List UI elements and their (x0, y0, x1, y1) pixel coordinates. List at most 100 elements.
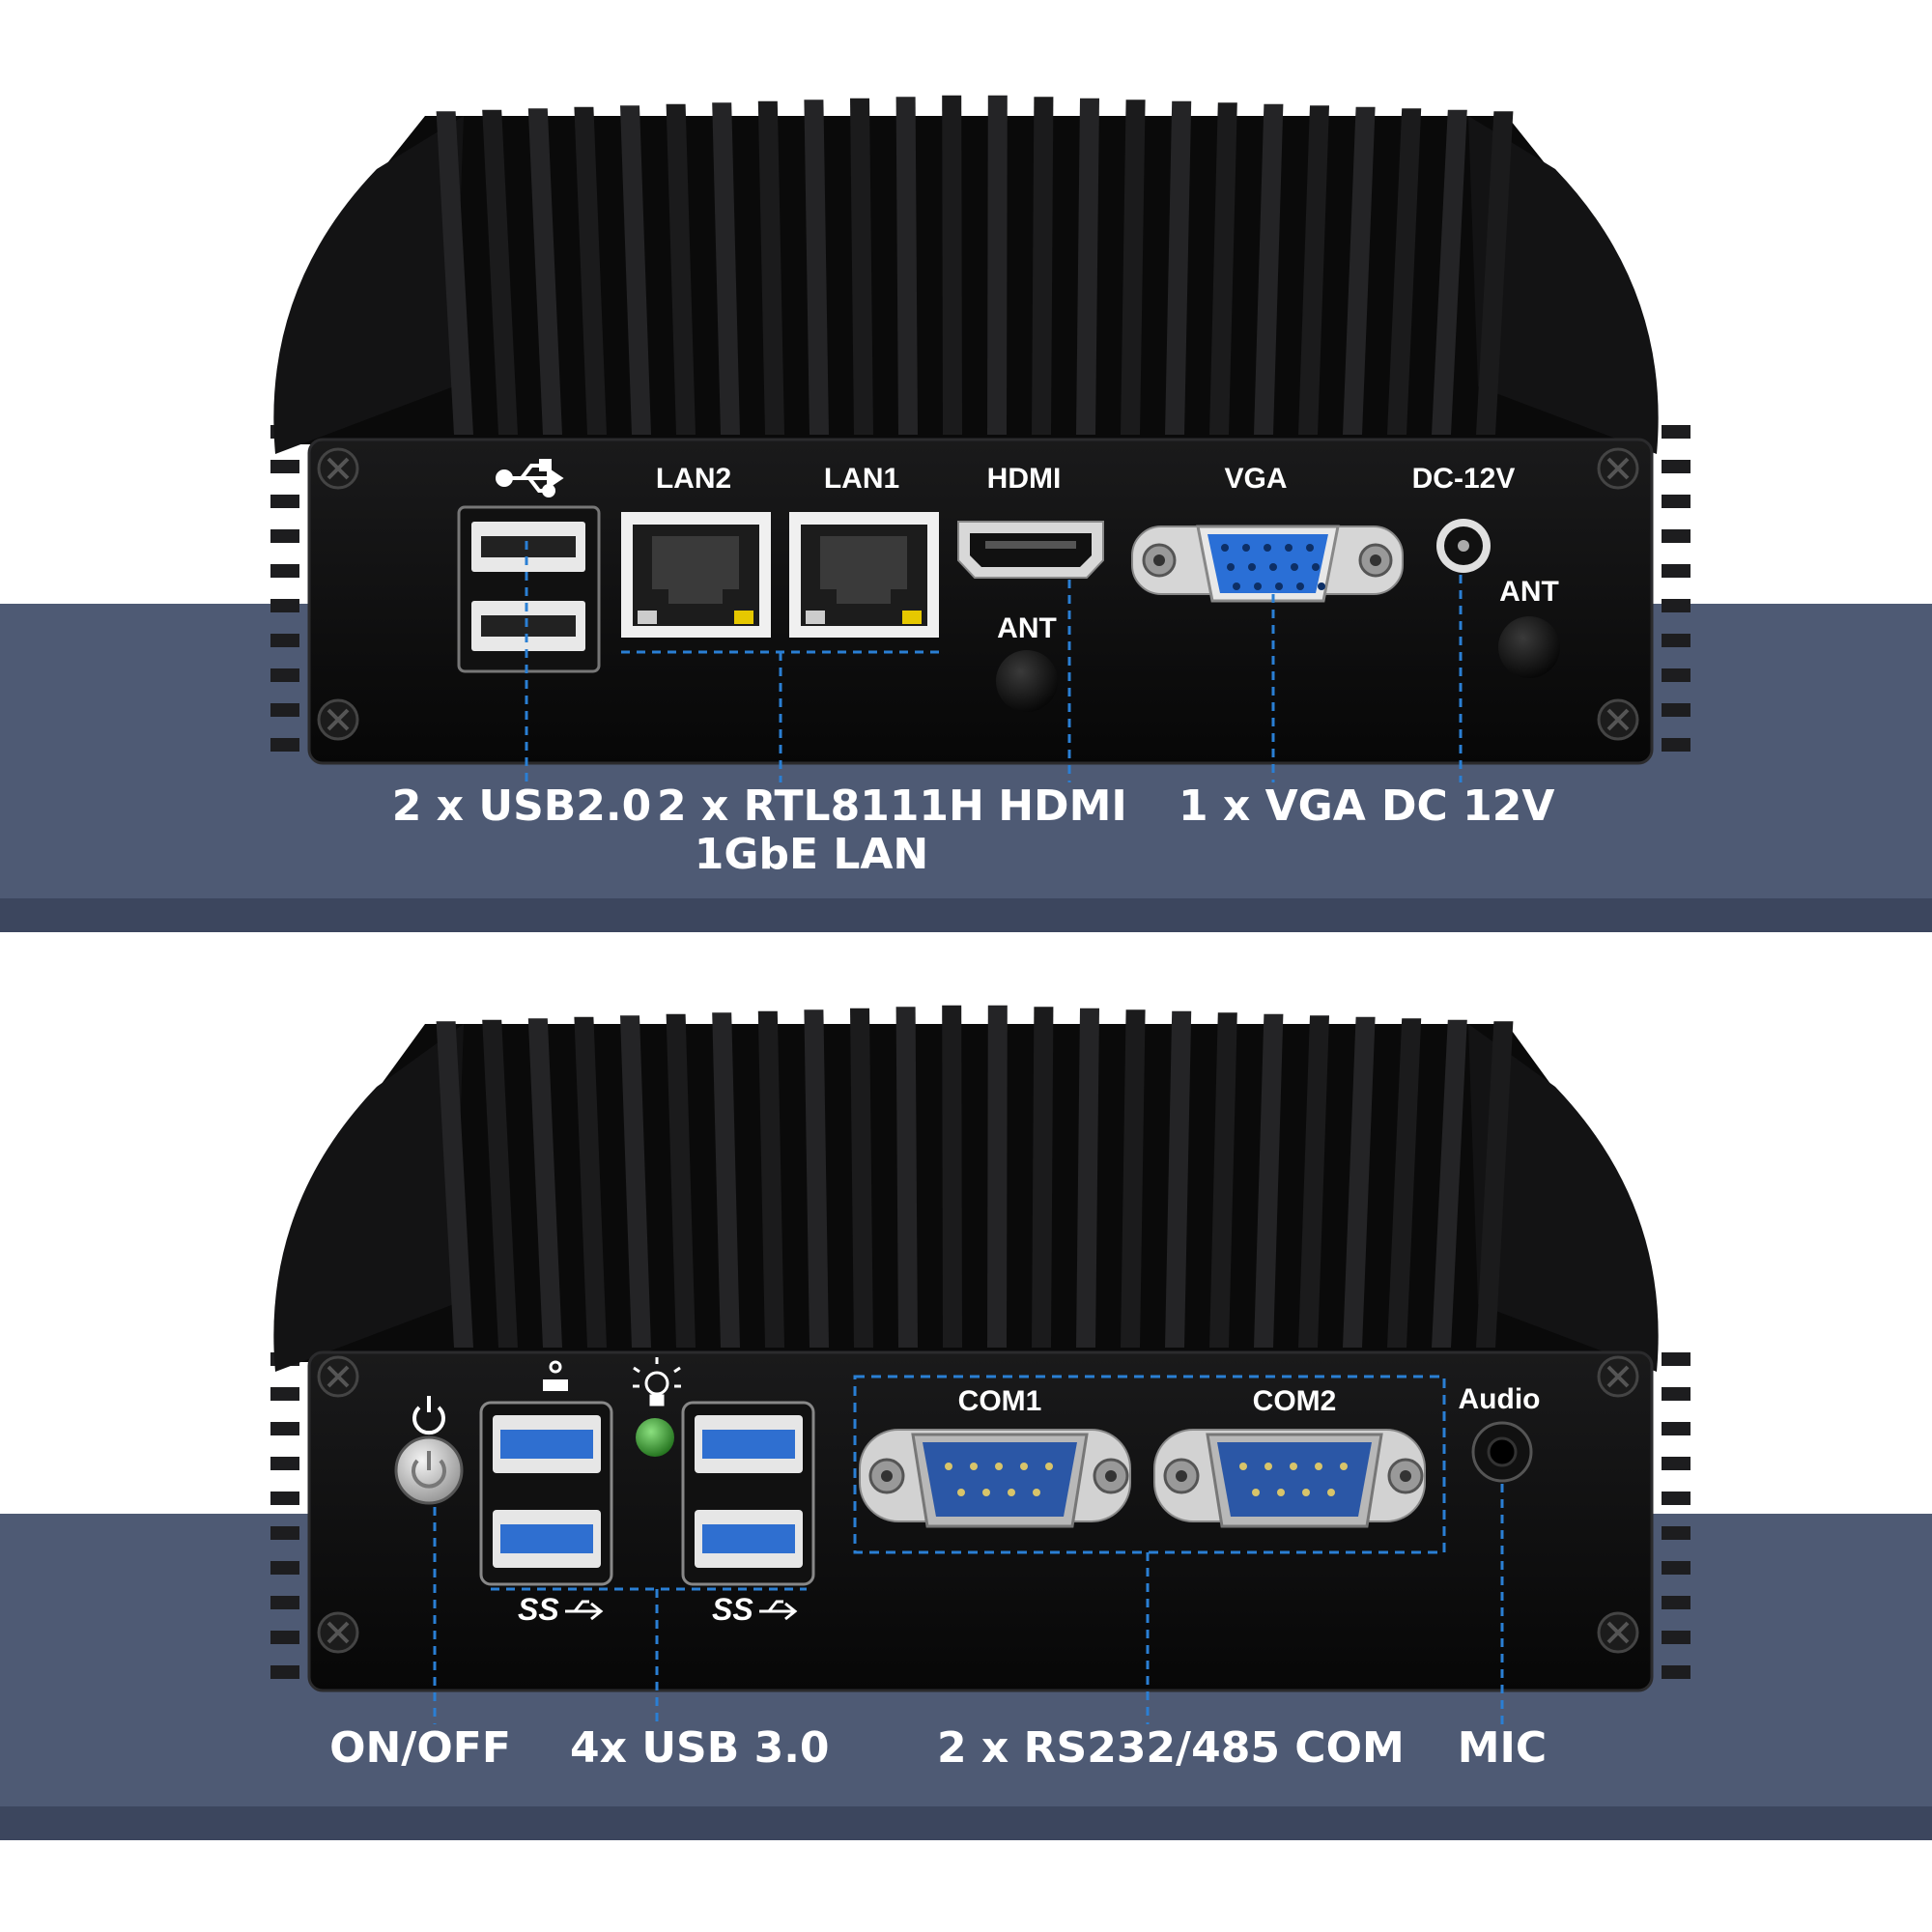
vga-port[interactable] (1131, 525, 1404, 603)
com2-port-label: COM2 (1253, 1385, 1337, 1417)
usb2-port-stack[interactable] (457, 505, 601, 673)
right-side-ribs (1662, 425, 1690, 752)
com1-serial-port[interactable] (859, 1429, 1131, 1528)
vga-pin (1254, 582, 1262, 590)
heatsink-fin (1432, 1019, 1467, 1348)
heatsink-fin (527, 1018, 562, 1348)
heatsink-fin (1298, 105, 1329, 435)
power-button[interactable] (394, 1435, 464, 1505)
heatsink-fin (482, 1019, 518, 1348)
serial-pin (945, 1463, 952, 1470)
screw-icon (317, 698, 359, 741)
heatsink-fin (942, 95, 962, 435)
power-led-icon (633, 1357, 681, 1406)
serial-pin (970, 1463, 978, 1470)
dc-power-jack[interactable] (1436, 519, 1491, 573)
superspeed-label-right: SS (712, 1592, 753, 1627)
serial-pin (957, 1489, 965, 1496)
serial-pin (1020, 1463, 1028, 1470)
heatsink-fin (1165, 1010, 1192, 1348)
screw-icon (1597, 1611, 1639, 1654)
usb-icon (496, 459, 564, 497)
serial-pin (1252, 1489, 1260, 1496)
vga-pin (1291, 563, 1298, 571)
heatsink-fin (942, 1005, 962, 1348)
power-icon (412, 1396, 445, 1435)
audio-jack[interactable] (1471, 1421, 1533, 1483)
vga-pin (1275, 582, 1283, 590)
screw-icon (1597, 1355, 1639, 1398)
lan-callout-line1: 2 x RTL8111H (657, 781, 984, 831)
heatsink-fin (1076, 98, 1099, 435)
screw-icon (317, 447, 359, 490)
antenna-port-right[interactable] (1498, 616, 1560, 678)
com1-port-label: COM1 (958, 1385, 1042, 1417)
vga-pin (1306, 544, 1314, 552)
heatsink-fin (712, 102, 740, 435)
left-shoulder (273, 116, 464, 454)
serial-pin (1033, 1489, 1040, 1496)
heatsink-fin (527, 108, 562, 435)
heatsink-fin (1432, 109, 1467, 435)
hdmi-port[interactable] (957, 521, 1104, 579)
heatsink-fin (1343, 106, 1376, 435)
serial-pin (1327, 1489, 1335, 1496)
heatsink-fin (1165, 100, 1192, 435)
right-shoulder (1468, 116, 1659, 454)
heatsink-fin (987, 1005, 1008, 1348)
leader-lines (525, 541, 1463, 782)
heatsink-fin (1121, 1009, 1146, 1348)
lan2-port[interactable] (621, 512, 771, 638)
superspeed-usb-icon: SS (518, 1592, 604, 1627)
heatsink-fin (1476, 111, 1514, 435)
lan2-port-label: LAN2 (656, 463, 731, 495)
antenna-port-left[interactable] (996, 650, 1058, 712)
usb3-port-stack-right[interactable] (681, 1401, 815, 1586)
left-side-ribs (270, 425, 299, 752)
heatsink-fin (620, 1015, 651, 1348)
top-view-panel: LAN2 LAN1 HDMI VGA DC-12V ANT ANT (0, 95, 1932, 932)
serial-pin (1315, 1463, 1322, 1470)
leader-lines (433, 1484, 1504, 1724)
left-shoulder (273, 1024, 464, 1372)
heatsink-fin (620, 105, 651, 435)
vga-pin (1296, 582, 1304, 590)
lan-callout-line2: 1GbE LAN (694, 830, 929, 879)
heatsink-fin (850, 98, 873, 435)
right-side-ribs (1662, 1352, 1690, 1679)
heatsink-fin (712, 1012, 740, 1348)
serial-pin (982, 1489, 990, 1496)
heatsink-fin (436, 111, 473, 435)
dc-port-label: DC-12V (1412, 463, 1516, 495)
heatsink-fin (574, 106, 607, 435)
lan1-port[interactable] (789, 512, 939, 638)
bottom-device-illustration: SS SS COM1 COM2 Audio (0, 1005, 1932, 1840)
top-device-illustration: LAN2 LAN1 HDMI VGA DC-12V ANT ANT (0, 95, 1932, 932)
serial-pin (1277, 1489, 1285, 1496)
vga-pin (1242, 544, 1250, 552)
heatsink-fin (1032, 97, 1054, 435)
background-band-shadow (0, 1806, 1932, 1840)
serial-pin (1008, 1489, 1015, 1496)
hdd-led-icon (543, 1360, 568, 1391)
usb3-port-stack-left[interactable] (479, 1401, 613, 1586)
heatsink-fin (757, 1010, 784, 1348)
power-callout: ON/OFF (329, 1723, 511, 1773)
serial-pin (1290, 1463, 1297, 1470)
com-group-outline (853, 1375, 1446, 1554)
vga-pin (1264, 544, 1271, 552)
hdmi-callout: HDMI (998, 781, 1127, 831)
usb2-callout: 2 x USB2.0 (391, 781, 652, 831)
heatsink-fin (1209, 102, 1237, 435)
com2-serial-port[interactable] (1153, 1429, 1426, 1528)
heatsink-fin (1076, 1008, 1099, 1348)
heatsink-fin (804, 1009, 829, 1348)
heatsink-fin (1254, 103, 1284, 435)
lan1-port-label: LAN1 (824, 463, 899, 495)
vga-pin (1221, 544, 1229, 552)
vga-pin (1318, 582, 1325, 590)
heatsink-fin (850, 1008, 873, 1348)
heatsink-fin (1343, 1016, 1376, 1348)
right-shoulder (1468, 1024, 1659, 1372)
heatsink-fin (757, 100, 784, 435)
